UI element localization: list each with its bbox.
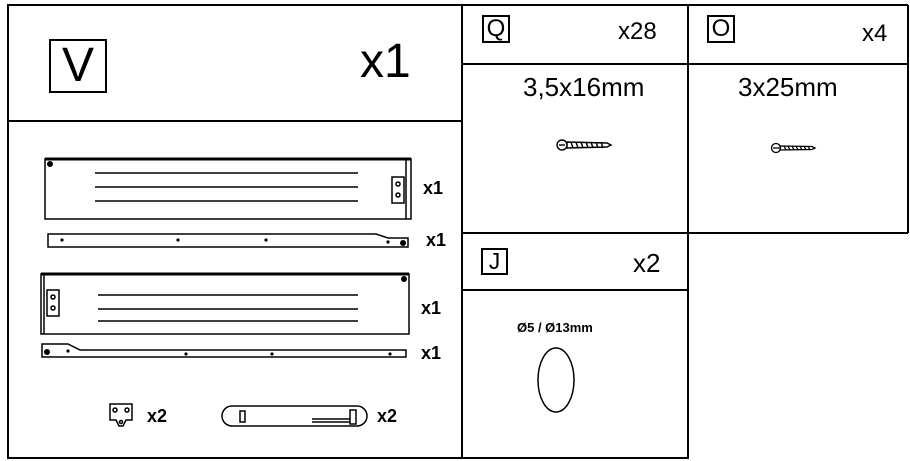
panel-o-letter: O [711, 15, 731, 42]
part-count-side-panel-top: x1 [423, 178, 444, 198]
panel-v-letter-box: V [49, 39, 107, 93]
screw-q-icon [556, 139, 613, 151]
part-count-side-panel-bottom: x1 [421, 298, 442, 318]
panel-v-count: x1 [360, 35, 411, 88]
panel-o-size: 3x25mm [738, 72, 838, 102]
washer-j-icon [537, 347, 575, 413]
part-count-runner-rail-top: x1 [426, 230, 447, 250]
panel-o-letter-box: O [707, 15, 735, 43]
panel-j-letter: J [488, 248, 501, 274]
screw-o-icon [770, 142, 817, 154]
panel-q-letter: Q [486, 15, 506, 42]
part-count-bracket: x2 [147, 406, 168, 426]
panel-q-size: 3,5x16mm [523, 72, 645, 102]
panel-j-size: Ø5 / Ø13mm [517, 320, 593, 335]
back-connector-icon [221, 405, 368, 427]
bracket-icon [109, 403, 133, 427]
drawer-side-panel-bottom-icon [40, 272, 410, 335]
panel-q-letter-box: Q [482, 15, 510, 43]
drawer-side-panel-top-icon [44, 157, 412, 220]
part-count-runner-rail-bottom: x1 [421, 343, 442, 363]
panel-q-count: x28 [618, 18, 657, 45]
panel-o-count: x4 [862, 20, 888, 47]
panel-j-letter-box: J [481, 248, 508, 275]
runner-rail-top-icon [47, 233, 409, 248]
part-count-back-connector: x2 [377, 406, 398, 426]
panel-j-count: x2 [633, 248, 661, 278]
panel-v-letter: V [61, 39, 94, 92]
runner-rail-bottom-icon [41, 343, 407, 358]
